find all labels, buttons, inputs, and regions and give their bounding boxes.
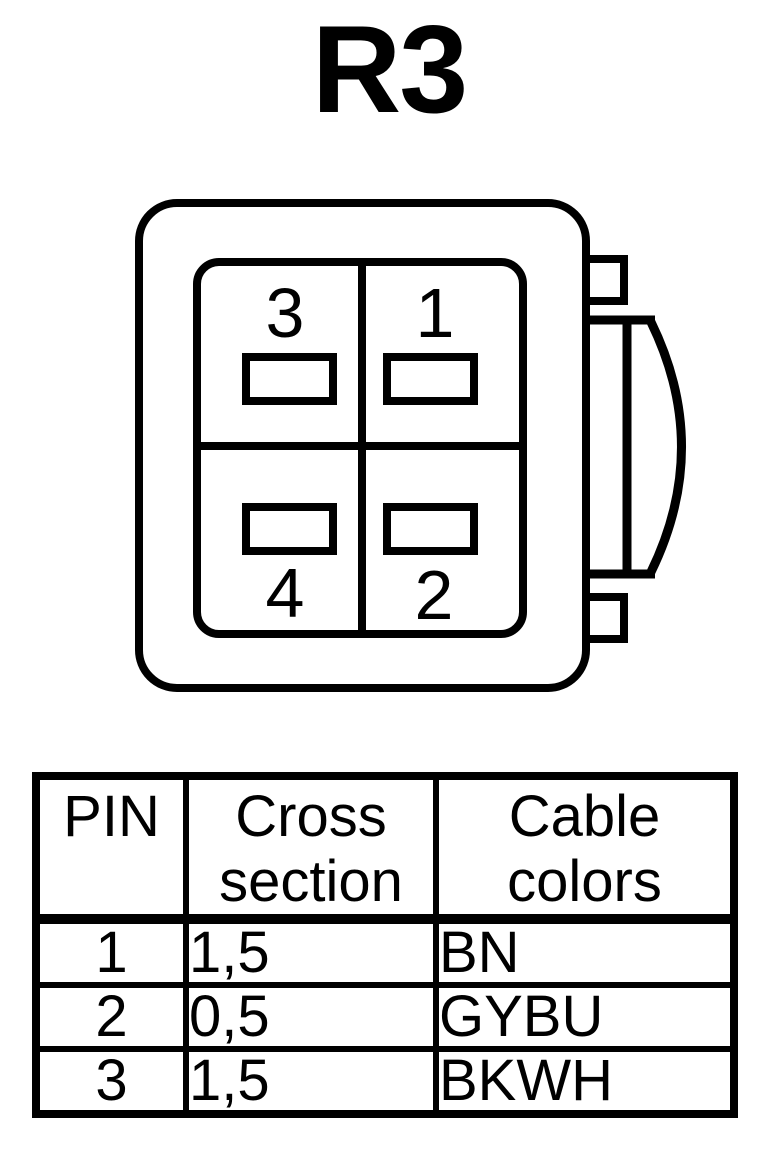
header-cable-colors: Cable colors	[433, 773, 737, 924]
connector-latch-frame	[584, 315, 655, 579]
connector-latch-bow	[646, 320, 686, 574]
pin-table-header: PIN Cross section Cable colors	[33, 773, 737, 924]
row2-cross: 0,5	[183, 982, 439, 1052]
pin-slot-4	[242, 503, 337, 555]
pin-label-3: 3	[266, 274, 305, 352]
table-row: 1 1,5 BN	[33, 916, 737, 988]
pin-label-2: 2	[415, 556, 454, 634]
header-cross-section: Cross section	[183, 773, 439, 924]
table-row: 3 1,5 BKWH	[33, 1046, 737, 1117]
connector-diagram: 3 1 4 2	[135, 199, 686, 692]
row3-pin: 3	[33, 1046, 189, 1117]
connector-top-tab	[582, 255, 628, 305]
row2-pin: 2	[33, 982, 189, 1052]
row1-cable: BN	[433, 916, 737, 988]
pin-slot-2	[383, 503, 478, 555]
header-row: PIN Cross section Cable colors	[33, 773, 737, 924]
pin-label-4: 4	[266, 554, 305, 632]
row1-cross: 1,5	[183, 916, 439, 988]
pin-table-body: 1 1,5 BN 2 0,5 GYBU 3 1,5 BKWH	[33, 916, 737, 1117]
pin-slot-1	[383, 353, 478, 405]
header-pin: PIN	[33, 773, 189, 924]
connector-outer-housing	[135, 199, 590, 692]
row2-cable: GYBU	[433, 982, 737, 1052]
connector-title: R3	[311, 1, 469, 139]
connector-bottom-tab	[582, 593, 628, 643]
pin-table: PIN Cross section Cable colors 1 1,5 BN …	[32, 772, 738, 1118]
row3-cross: 1,5	[183, 1046, 439, 1117]
pin-label-1: 1	[416, 274, 455, 352]
row1-pin: 1	[33, 916, 189, 988]
pin-slot-3	[242, 353, 337, 405]
row3-cable: BKWH	[433, 1046, 737, 1117]
table-row: 2 0,5 GYBU	[33, 982, 737, 1052]
